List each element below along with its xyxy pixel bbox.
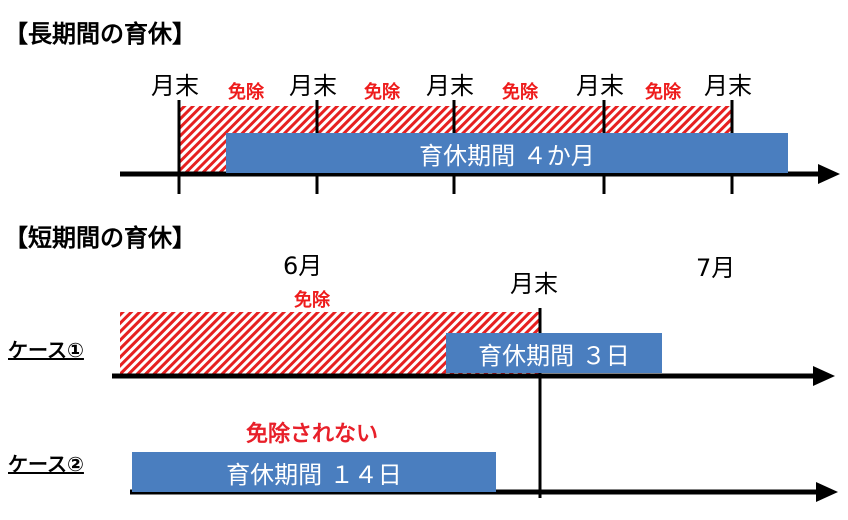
timeline-arrowhead-case2	[816, 482, 838, 502]
exempt-label-4: 免除	[645, 82, 681, 103]
month-end-label-5: 月末	[704, 72, 752, 100]
timeline-arrowhead-case1	[813, 366, 835, 386]
exempt-label-1: 免除	[228, 82, 264, 103]
not-exempt-label: 免除されない	[246, 422, 379, 447]
leave-bar-case1-label: 育休期間 ３日	[478, 341, 630, 370]
leave-bar-case2: 育休期間 １４日	[132, 452, 496, 492]
exempt-label-case1: 免除	[294, 290, 330, 311]
heading-long-leave: 【長期間の育休】	[4, 20, 196, 48]
month-end-label-1: 月末	[151, 72, 199, 100]
leave-bar-case2-label: 育休期間 １４日	[226, 460, 402, 489]
leave-bar-long-label: 育休期間 ４か月	[419, 141, 595, 170]
leave-bar-case1: 育休期間 ３日	[446, 333, 662, 373]
exempt-label-2: 免除	[364, 82, 400, 103]
month-end-label-2: 月末	[289, 72, 337, 100]
month-label-june: 6月	[283, 252, 323, 280]
month-end-label-3: 月末	[426, 72, 474, 100]
exempt-label-3: 免除	[502, 82, 538, 103]
month-label-july: 7月	[696, 254, 736, 282]
case1-label: ケース①	[8, 338, 84, 362]
leave-bar-long: 育休期間 ４か月	[226, 133, 788, 173]
month-end-label-4: 月末	[576, 72, 624, 100]
case2-label: ケース②	[8, 452, 84, 476]
month-end-label-short: 月末	[510, 270, 558, 298]
timeline-arrowhead-long	[818, 164, 840, 184]
heading-short-leave: 【短期間の育休】	[4, 224, 196, 252]
